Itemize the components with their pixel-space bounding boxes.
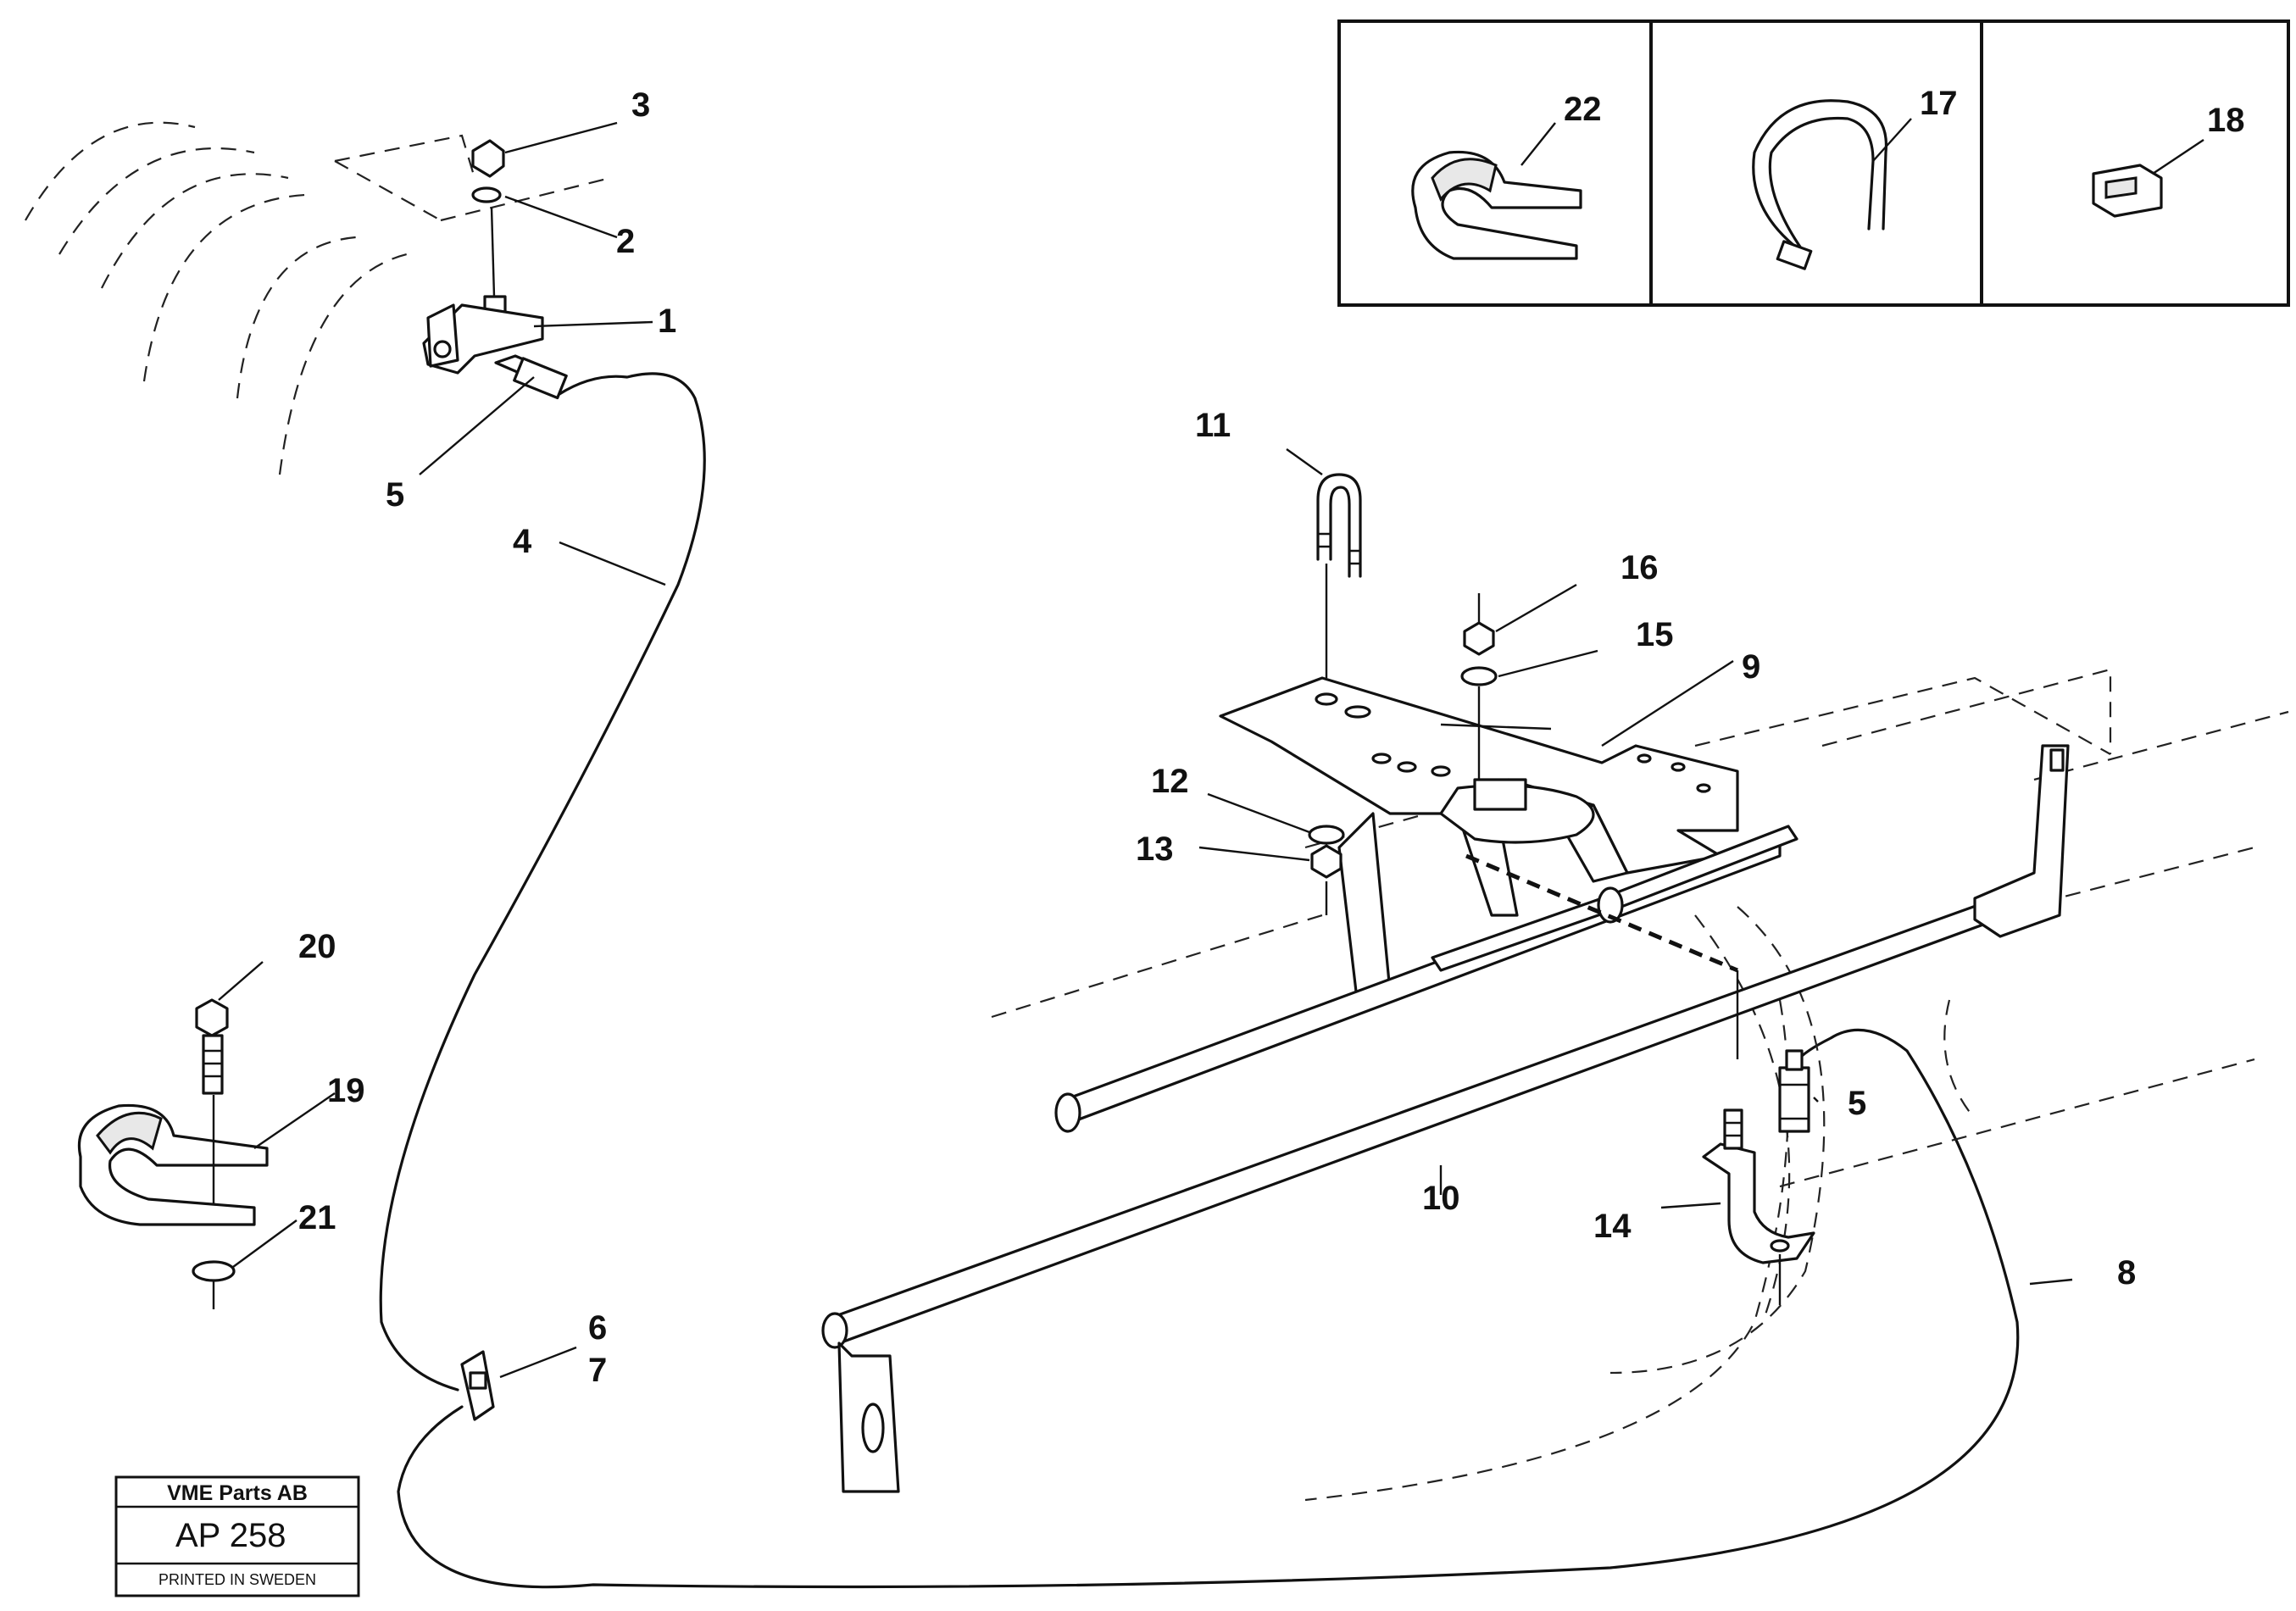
callout-6: 6 bbox=[588, 1309, 607, 1347]
callout-16: 16 bbox=[1621, 549, 1659, 586]
clamp-bolt-set bbox=[78, 998, 269, 1309]
leader-lines bbox=[218, 118, 2204, 1379]
callout-7: 7 bbox=[588, 1352, 607, 1389]
callout-21: 21 bbox=[298, 1199, 336, 1236]
callout-1: 1 bbox=[658, 303, 676, 340]
callout-20: 20 bbox=[298, 928, 336, 965]
callout-4: 4 bbox=[513, 523, 532, 560]
callout-9: 9 bbox=[1742, 648, 1760, 686]
callout-3: 3 bbox=[631, 86, 650, 124]
callout-5-lower: 5 bbox=[1848, 1085, 1866, 1122]
stamp-code: AP 258 bbox=[175, 1517, 286, 1554]
callout-15: 15 bbox=[1636, 616, 1674, 653]
callout-17: 17 bbox=[1920, 85, 1958, 122]
nut-16 bbox=[1463, 593, 1495, 780]
callout-2: 2 bbox=[616, 223, 635, 260]
sensor-cable-8 bbox=[397, 1028, 2020, 1589]
callout-5-upper: 5 bbox=[386, 476, 404, 514]
axle-tube-10 bbox=[821, 744, 2070, 1493]
washer-15 bbox=[1460, 666, 1498, 686]
callout-11: 11 bbox=[1195, 407, 1231, 444]
speed-sensor-upper bbox=[494, 354, 568, 400]
sensor-bracket-lower-14 bbox=[1702, 1108, 1815, 1305]
callout-14: 14 bbox=[1593, 1208, 1632, 1245]
stamp-printed: PRINTED IN SWEDEN bbox=[158, 1571, 316, 1588]
callout-10: 10 bbox=[1422, 1180, 1460, 1217]
cable-tie-17 bbox=[1752, 99, 1888, 256]
washer-12 bbox=[1308, 825, 1345, 845]
callout-8: 8 bbox=[2117, 1254, 2136, 1292]
hose-clamp-22 bbox=[1411, 150, 1582, 260]
callout-labels: 1 2 3 4 5 5 6 7 8 9 10 11 12 13 14 15 16… bbox=[298, 85, 2245, 1389]
callout-22: 22 bbox=[1564, 91, 1602, 128]
cable-connector bbox=[460, 1350, 495, 1421]
sensor-bracket-upper bbox=[422, 139, 544, 375]
callout-18: 18 bbox=[2207, 102, 2245, 139]
cable-route-dashed bbox=[1465, 853, 1738, 973]
clip-nut-18 bbox=[2092, 164, 2163, 218]
sensor-cable-4 bbox=[379, 372, 706, 1392]
callout-13: 13 bbox=[1136, 830, 1174, 868]
nut-13 bbox=[1310, 844, 1343, 879]
detail-inset-box bbox=[1337, 19, 2290, 307]
callout-12: 12 bbox=[1151, 763, 1189, 800]
u-bolt-11 bbox=[1316, 473, 1362, 915]
stamp-company: VME Parts AB bbox=[167, 1481, 308, 1505]
callout-19: 19 bbox=[327, 1072, 365, 1109]
speed-sensor-lower bbox=[1778, 1049, 1810, 1133]
vme-stamp-box: VME Parts AB AP 258 PRINTED IN SWEDEN bbox=[114, 1475, 360, 1597]
front-wheel-outline bbox=[25, 121, 611, 475]
